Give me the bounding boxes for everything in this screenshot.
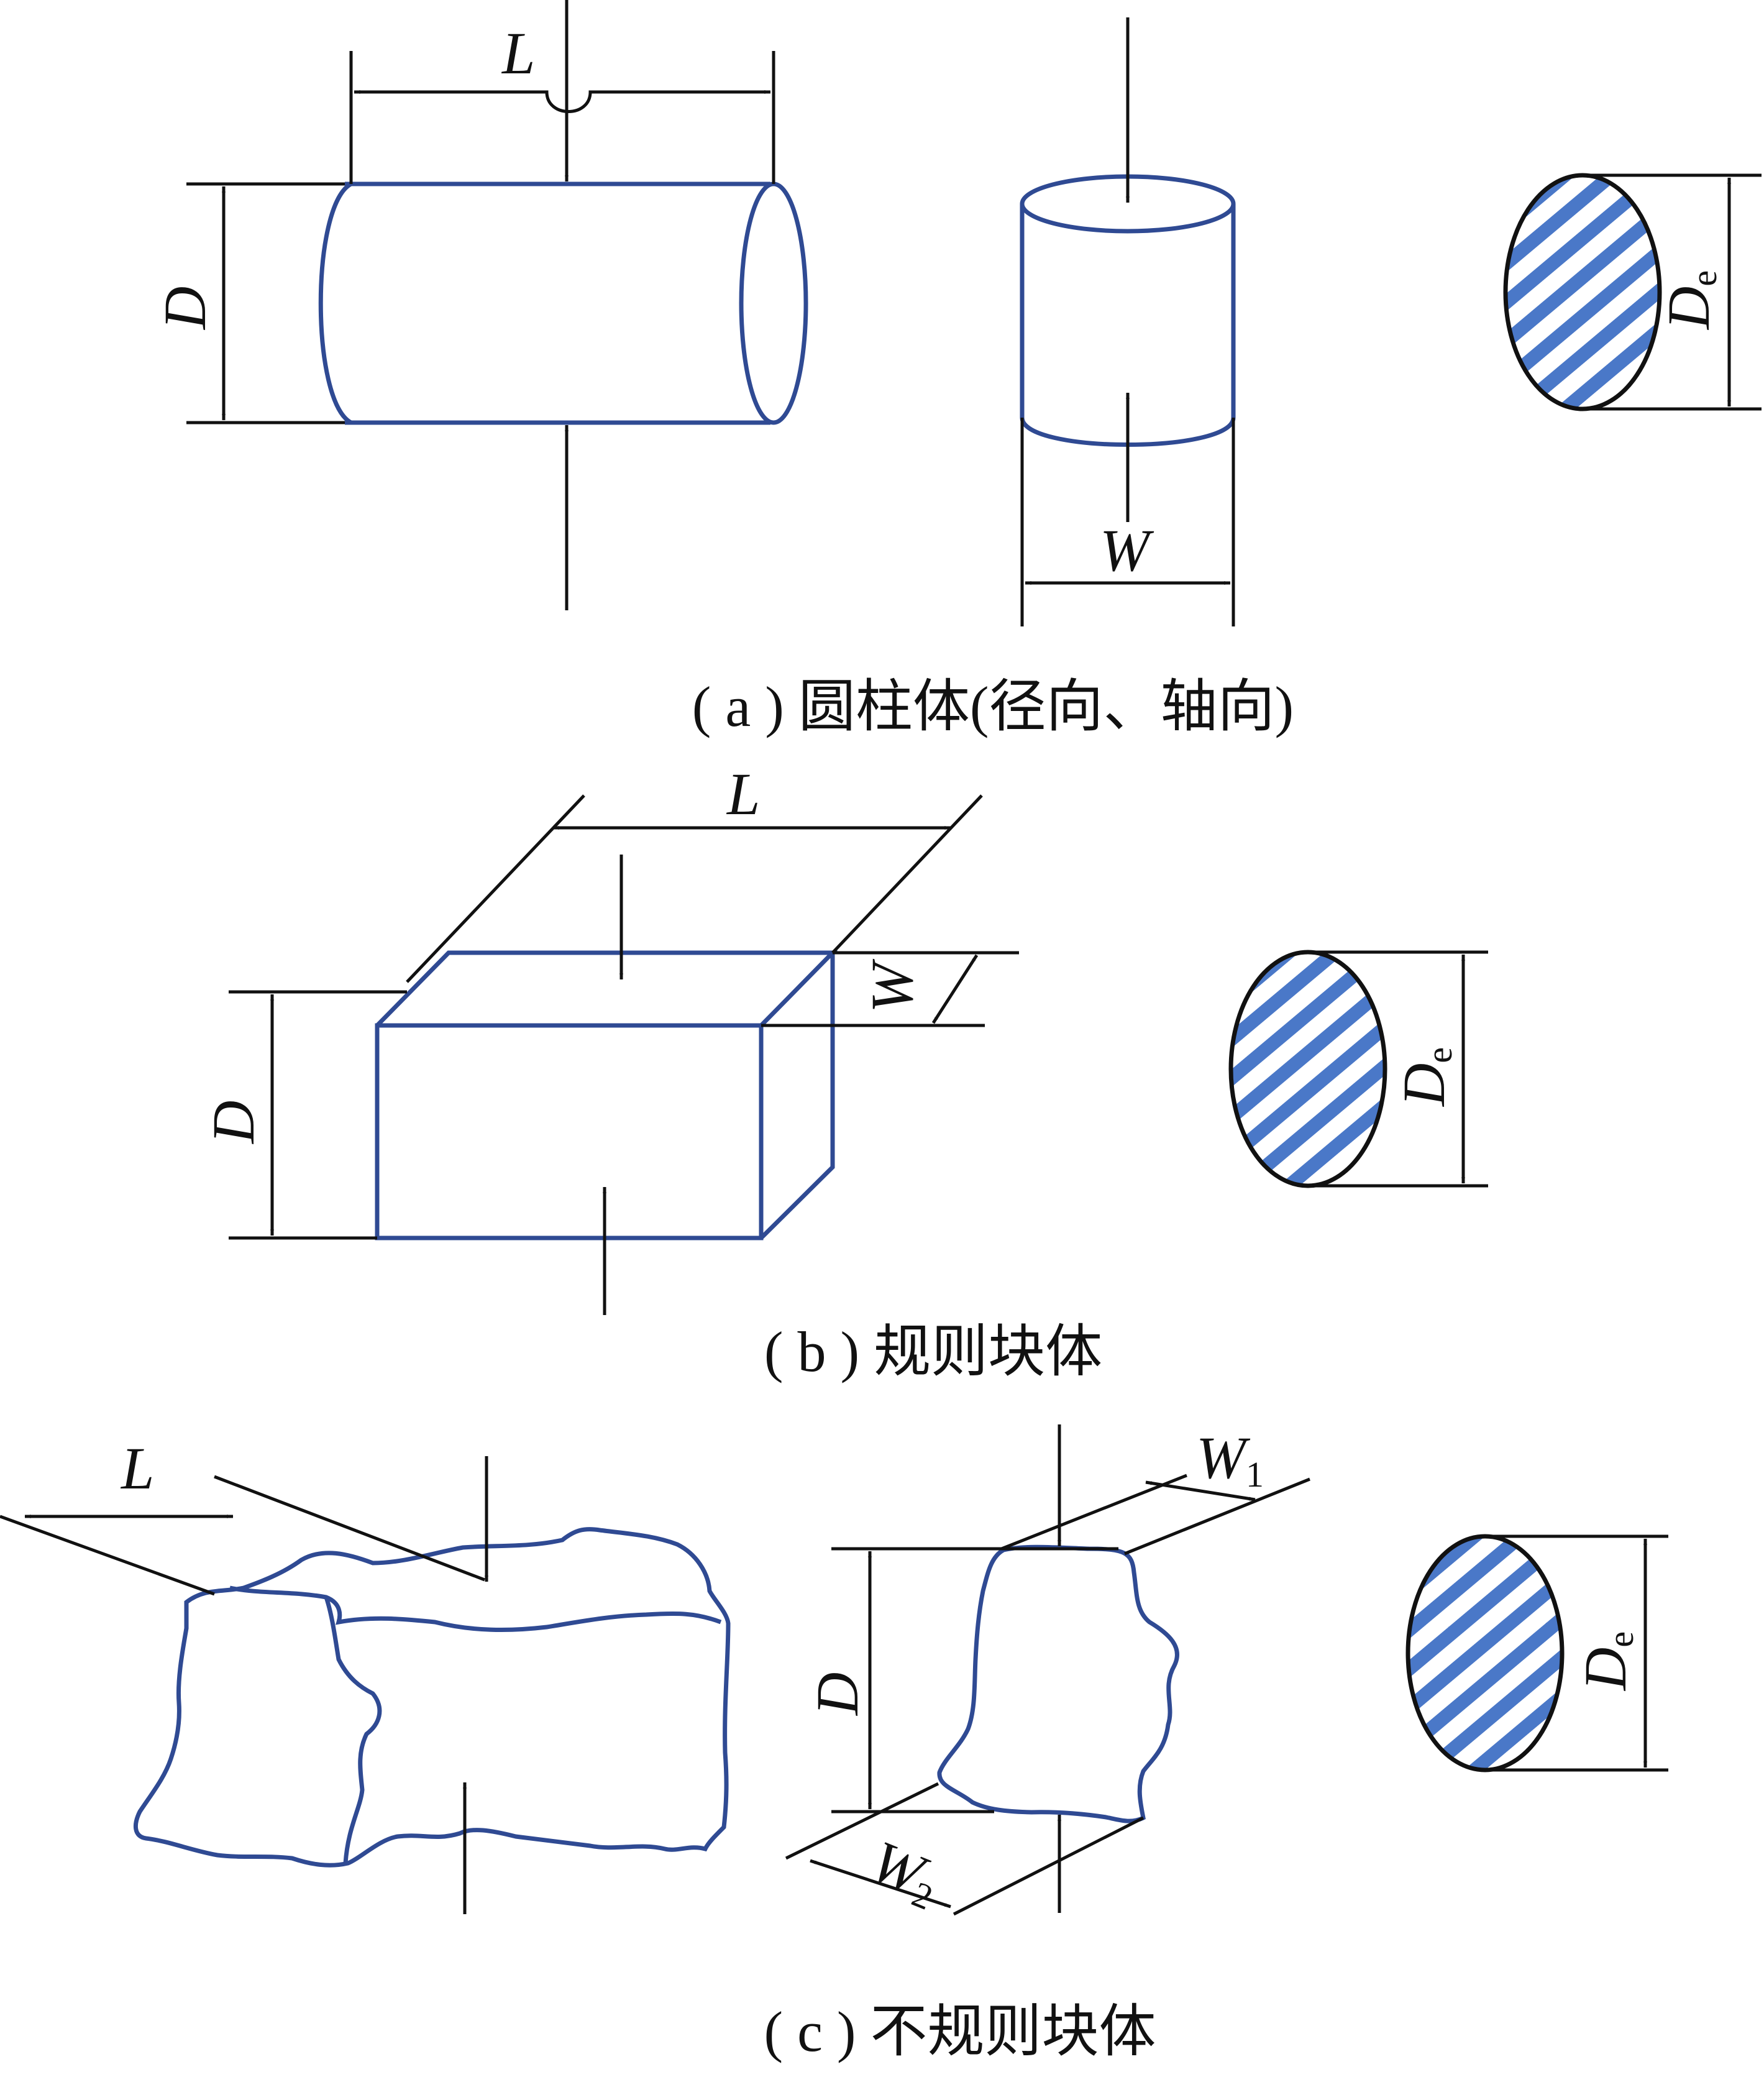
label-c-De: De <box>1572 1631 1641 1692</box>
rectangular-block <box>229 794 1019 1315</box>
label-c-W2: W2 <box>861 1827 949 1918</box>
label-b-W: W <box>859 958 925 1013</box>
label-a-De: De <box>1655 270 1724 331</box>
label-b-L: L <box>726 761 760 827</box>
caption-b: ( b ) 规则块体 <box>764 1320 1102 1383</box>
equivalent-diameter-b <box>1228 950 1488 1188</box>
caption-a: ( a ) 圆柱体(径向、轴向) <box>692 675 1294 738</box>
label-a-D: D <box>152 287 218 331</box>
label-b-D: D <box>200 1101 267 1145</box>
label-c-D: D <box>804 1672 871 1717</box>
panel-a: L D W De ( a ) 圆柱体(径向、轴向) <box>152 0 1762 738</box>
label-a-W: W <box>1100 517 1154 584</box>
panel-b: L D W De ( b ) 规则块体 <box>200 761 1488 1383</box>
label-c-W1: W1 <box>1196 1424 1264 1495</box>
label-c-L: L <box>120 1435 154 1502</box>
equivalent-diameter-a <box>1503 173 1762 411</box>
label-b-De: De <box>1391 1047 1460 1107</box>
panel-c: L D W1 W2 De <box>0 1424 1668 2063</box>
caption-c: ( c ) 不规则块体 <box>764 2000 1156 2063</box>
label-a-L: L <box>501 20 535 86</box>
vertical-cylinder <box>1020 17 1236 626</box>
irregular-section <box>785 1424 1310 1916</box>
horizontal-cylinder <box>186 0 808 610</box>
irregular-block <box>0 1456 731 1914</box>
equivalent-diameter-c <box>1405 1534 1668 1772</box>
